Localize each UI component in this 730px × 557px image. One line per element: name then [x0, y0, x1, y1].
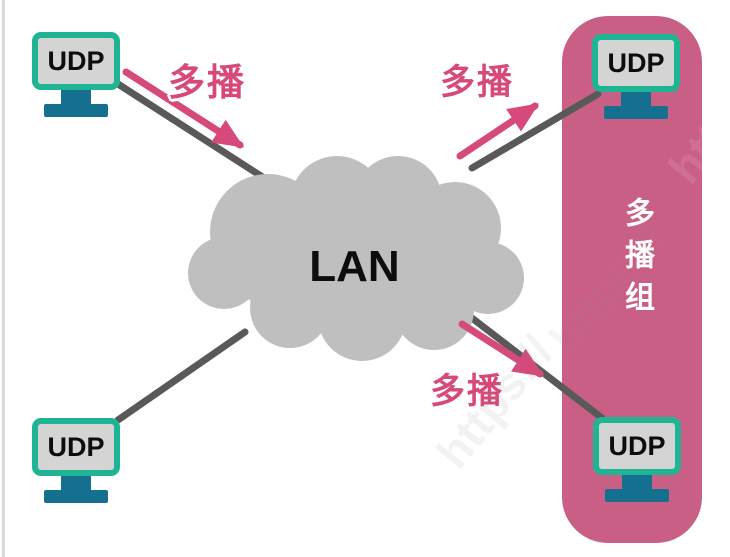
monitor-screen: UDP — [38, 424, 114, 470]
monitor-icon: UDP — [593, 417, 681, 475]
multicast-group-label: 多播组 — [620, 197, 653, 323]
monitor-icon: UDP — [592, 34, 680, 92]
monitor-screen: UDP — [599, 423, 675, 469]
monitor-icon: UDP — [32, 418, 120, 476]
monitor-stand-neck — [622, 475, 652, 489]
udp-label: UDP — [608, 430, 666, 461]
monitor-stand-neck — [61, 476, 91, 490]
computer-sender-top-left: UDP — [32, 32, 120, 117]
udp-label: UDP — [47, 431, 105, 462]
monitor-stand-base — [44, 104, 108, 117]
monitor-stand-base — [605, 489, 669, 502]
monitor-stand-base — [604, 106, 668, 119]
computer-receiver-top-right: UDP — [592, 34, 680, 119]
multicast-flow-label-top-right: 多播 — [440, 63, 515, 102]
multicast-arrow-top-right — [456, 102, 540, 160]
computer-receiver-bottom-right: UDP — [593, 417, 681, 502]
monitor-icon: UDP — [32, 32, 120, 90]
multicast-flow-label-top-left: 多播 — [168, 62, 246, 103]
multicast-flow-label-bottom-right: 多播 — [430, 372, 505, 411]
link-sender-bottom-to-lan — [114, 328, 249, 424]
monitor-screen: UDP — [38, 38, 114, 84]
udp-label: UDP — [607, 47, 665, 78]
monitor-stand-neck — [61, 90, 91, 104]
udp-label: UDP — [47, 45, 105, 76]
lan-label: LAN — [309, 242, 400, 291]
computer-sender-bottom-left: UDP — [32, 418, 120, 503]
monitor-screen: UDP — [598, 40, 674, 86]
monitor-stand-neck — [621, 92, 651, 106]
page-edge-divider — [2, 0, 5, 557]
monitor-stand-base — [44, 490, 108, 503]
